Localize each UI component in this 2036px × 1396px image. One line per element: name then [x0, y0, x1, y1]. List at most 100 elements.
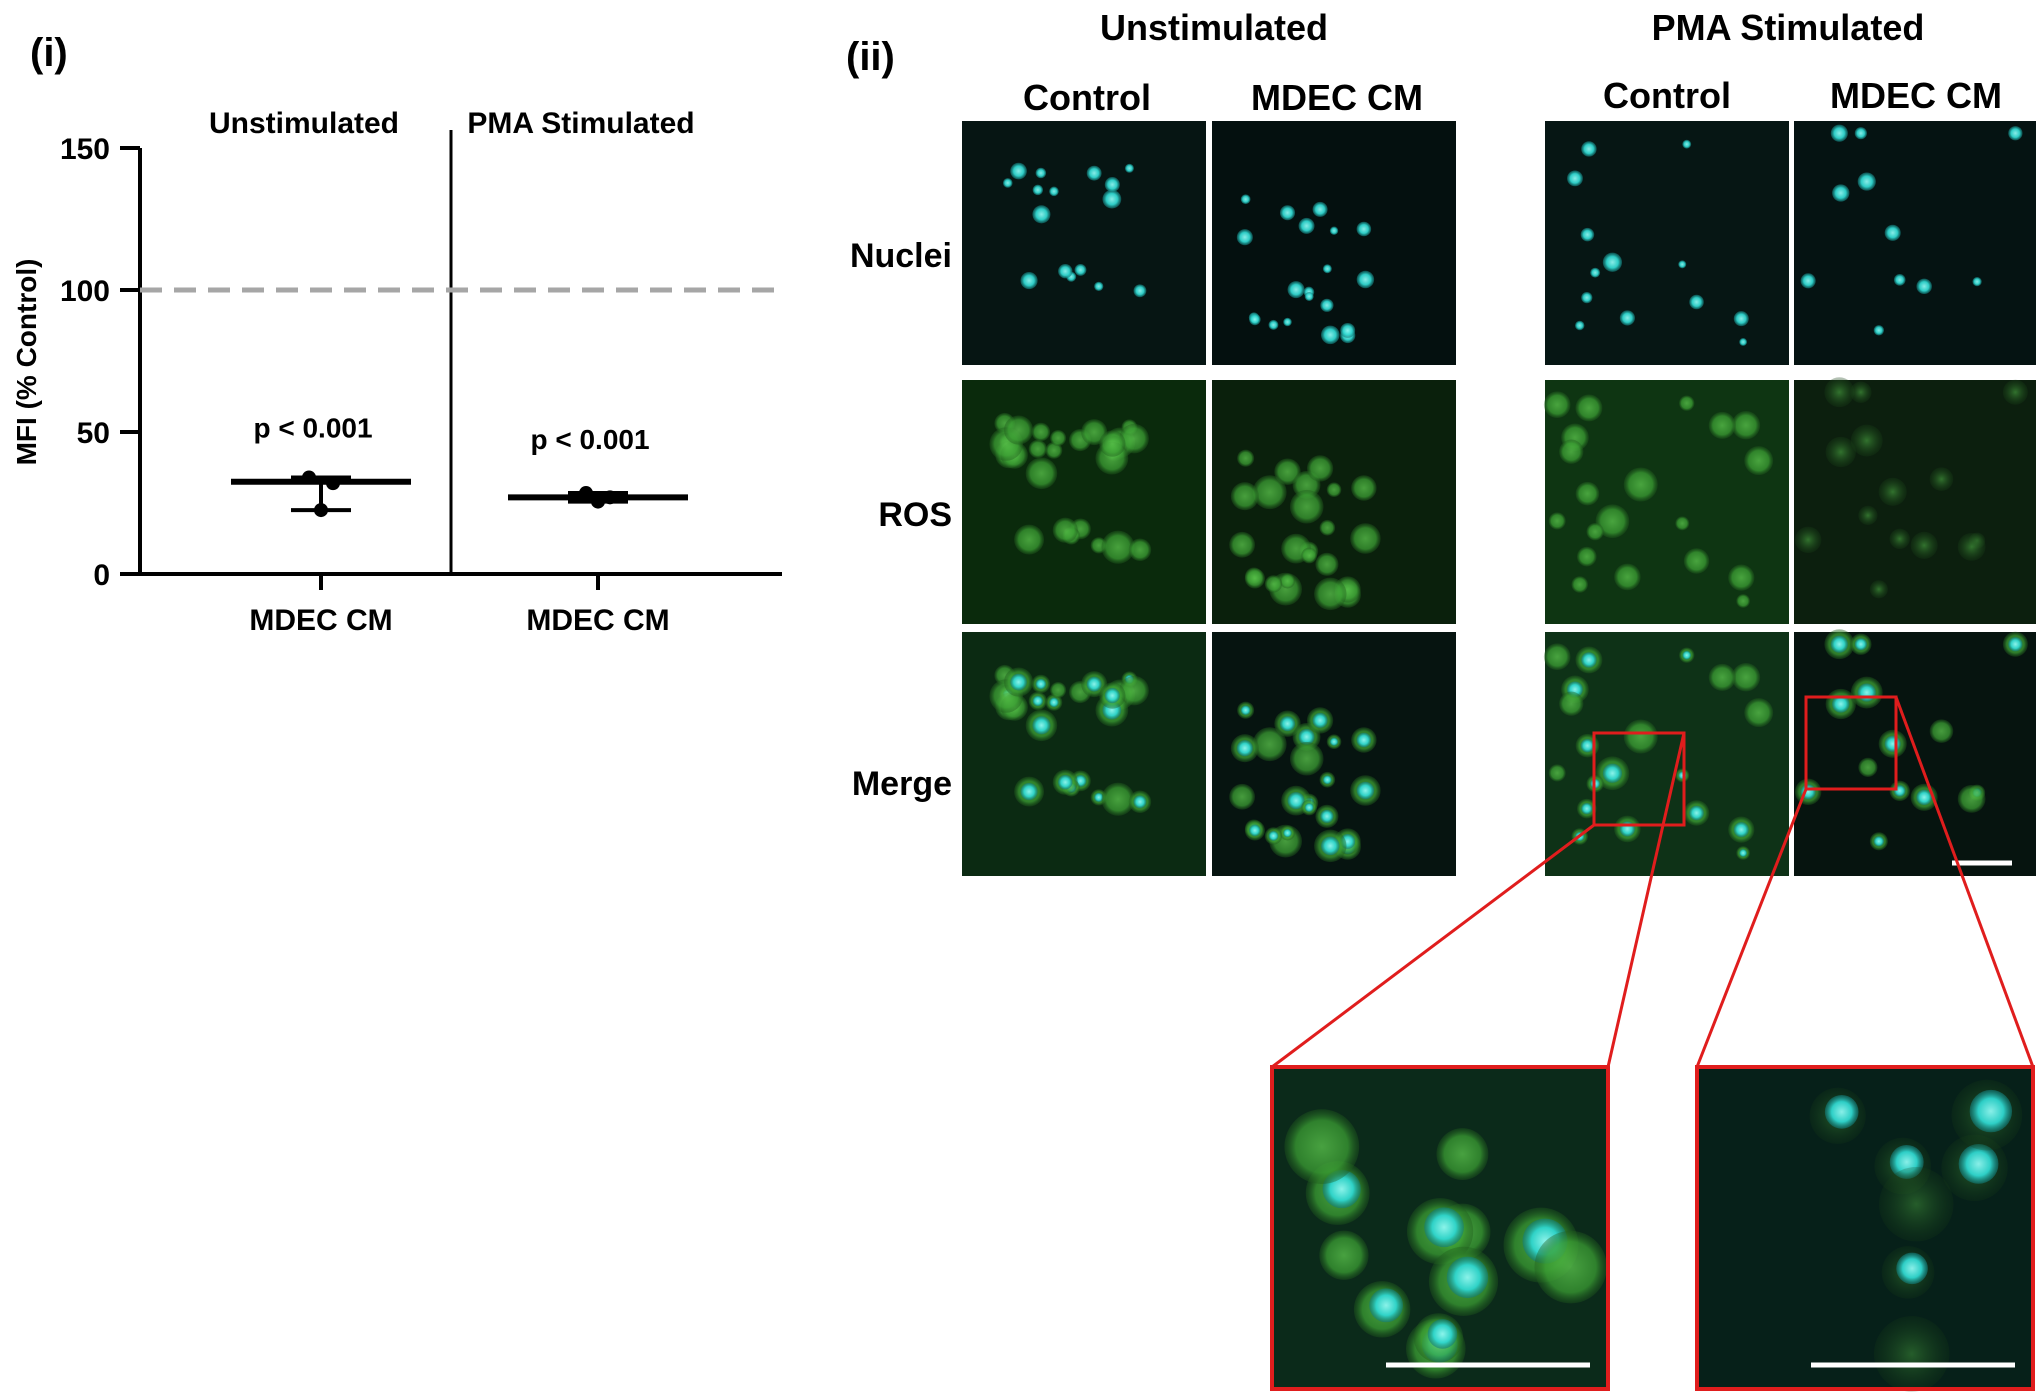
cell-nucleus	[1298, 728, 1315, 745]
zoom-region-box	[1592, 731, 1686, 827]
cell-nucleus	[1283, 317, 1292, 327]
cell-nucleus	[1249, 313, 1261, 326]
cell-nucleus	[1824, 1095, 1859, 1129]
cell-ros-signal	[1614, 563, 1641, 591]
cell-ros-signal	[1319, 1230, 1369, 1280]
cell-nucleus	[1086, 165, 1102, 181]
cell-ros-signal	[1879, 1166, 1954, 1242]
cell-nucleus	[1124, 163, 1134, 173]
cell-ros-signal	[1101, 530, 1135, 564]
cell-nucleus	[1854, 638, 1867, 651]
zoom-connector	[1695, 788, 1808, 1068]
cell-nucleus	[1104, 688, 1120, 704]
cell-nucleus	[1312, 712, 1328, 728]
cell-nucleus	[1058, 264, 1073, 279]
cell-nucleus	[1020, 272, 1038, 290]
cell-nucleus	[1268, 319, 1279, 330]
cell-ros-signal	[1319, 519, 1336, 536]
cell-ros-signal	[1873, 1316, 1950, 1392]
micrograph-ros	[1212, 380, 1456, 624]
cell-nucleus	[1689, 294, 1704, 310]
cell-nucleus	[1958, 1143, 1999, 1184]
micrograph-merge	[1794, 629, 2036, 876]
data-point	[314, 503, 328, 518]
cell-nucleus	[1304, 802, 1314, 813]
data-point	[326, 476, 340, 491]
cell-ros-signal	[1045, 441, 1063, 459]
cell-nucleus	[1320, 809, 1334, 823]
cell-nucleus	[1240, 194, 1251, 205]
cell-ros-signal	[1728, 564, 1755, 591]
cell-nucleus	[1830, 635, 1848, 653]
cell-ros-signal	[1534, 1230, 1607, 1304]
cell-nucleus	[1602, 763, 1623, 783]
cell-ros-signal	[1031, 422, 1051, 442]
y-tick-label: 100	[60, 275, 110, 308]
zoom-connector	[1606, 732, 1686, 1068]
cell-ros-signal	[1575, 481, 1600, 506]
cell-nucleus	[1320, 298, 1334, 312]
micrograph-merge	[1212, 632, 1456, 876]
cell-nucleus	[1298, 217, 1315, 234]
cell-nucleus	[1857, 683, 1876, 702]
cell-nucleus	[1733, 311, 1749, 327]
cell-ros-signal	[1351, 475, 1377, 501]
column-label: MDEC CM	[1830, 75, 2002, 116]
cell-ros-signal	[1050, 681, 1067, 699]
cell-ros-signal	[1101, 782, 1135, 816]
cell-nucleus	[1580, 738, 1595, 753]
cell-nucleus	[1287, 792, 1305, 810]
cell-nucleus	[1424, 1207, 1464, 1248]
cell-nucleus	[1329, 737, 1339, 746]
cell-ros-signal	[1794, 526, 1822, 553]
cell-nucleus	[1873, 325, 1885, 336]
group-title: Unstimulated	[209, 107, 399, 140]
micrograph-background	[1794, 632, 2036, 876]
cell-nucleus	[1086, 676, 1102, 692]
cell-ros-signal	[1119, 423, 1149, 454]
cell-nucleus	[1133, 795, 1147, 809]
cell-nucleus	[1427, 1319, 1458, 1349]
cell-nucleus	[1032, 205, 1051, 224]
cell-ros-signal	[1301, 547, 1318, 564]
cell-nucleus	[1049, 186, 1059, 197]
cell-ros-signal	[1929, 719, 1954, 743]
cell-ros-signal	[1850, 424, 1883, 457]
cell-ros-signal	[1559, 691, 1584, 716]
micrograph-background	[1794, 121, 2036, 365]
cell-ros-signal	[1306, 455, 1334, 482]
row-label: Merge	[852, 765, 952, 803]
cell-ros-signal	[1099, 430, 1126, 457]
cell-nucleus	[1329, 226, 1339, 235]
cell-nucleus	[1279, 205, 1296, 221]
cell-nucleus	[1236, 229, 1253, 246]
cell-nucleus	[1832, 695, 1850, 713]
cell-ros-signal	[2002, 379, 2028, 405]
cell-nucleus	[1094, 281, 1104, 291]
cell-ros-signal	[1543, 391, 1571, 419]
cell-ros-signal	[1230, 482, 1259, 511]
cell-ros-signal	[1731, 663, 1761, 692]
cell-nucleus	[1032, 695, 1044, 707]
cell-ros-signal	[1244, 568, 1265, 589]
cell-nucleus	[1575, 320, 1585, 331]
cell-nucleus	[1602, 252, 1623, 272]
cell-ros-signal	[1825, 436, 1856, 468]
cell-nucleus	[1356, 781, 1375, 800]
cell-nucleus	[1893, 274, 1906, 286]
cell-nucleus	[1682, 139, 1692, 149]
cell-ros-signal	[1028, 439, 1047, 459]
cell-ros-signal	[1284, 1109, 1360, 1184]
cell-nucleus	[1567, 170, 1583, 187]
cell-nucleus	[1857, 172, 1876, 191]
cell-nucleus	[1322, 775, 1332, 785]
data-point	[591, 494, 605, 509]
cell-nucleus	[1581, 652, 1597, 668]
micrograph-nuclei	[962, 121, 1206, 365]
cell-nucleus	[1104, 177, 1120, 193]
p-value-annotation: p < 0.001	[253, 412, 372, 443]
